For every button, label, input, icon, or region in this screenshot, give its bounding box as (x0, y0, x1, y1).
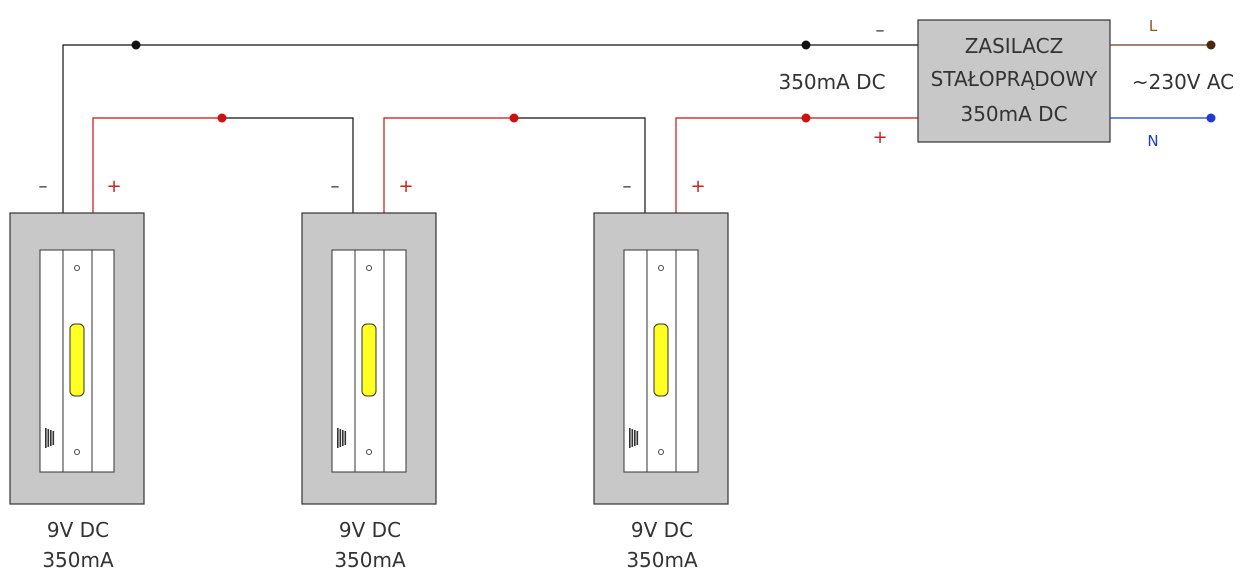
mains-input-label: ~230V AC (1132, 70, 1234, 94)
logo-mark-icon (629, 428, 639, 448)
logo-mark-icon (45, 428, 55, 448)
L-terminal (1206, 40, 1216, 50)
module-minus-label: – (331, 176, 340, 197)
led-modules: – +9V DC 350mA – +9V DC 350mA – +9V DC 350mA (9, 176, 729, 572)
junction-series-2 (509, 113, 519, 123)
module-minus-label: – (39, 176, 48, 197)
led-strip (361, 323, 377, 397)
led-strip (653, 323, 669, 397)
N-terminal (1206, 113, 1216, 123)
junction-negative-2 (801, 40, 811, 50)
psu-line1: ZASILACZ (965, 34, 1064, 58)
junction-series-1 (217, 113, 227, 123)
module-minus-label: – (623, 176, 632, 197)
module-current-label: 350mA (334, 548, 406, 572)
led-module: – +9V DC 350mA (9, 176, 145, 572)
screw-icon (658, 449, 664, 455)
module-voltage-label: 9V DC (631, 518, 693, 542)
screw-icon (74, 449, 80, 455)
L-label: L (1149, 17, 1158, 35)
negative-wire (62, 44, 918, 213)
power-supply: ZASILACZ STAŁOPRĄDOWY 350mA DC (917, 19, 1111, 143)
screw-icon (658, 265, 664, 271)
screw-icon (74, 265, 80, 271)
module-voltage-label: 9V DC (339, 518, 401, 542)
module-current-label: 350mA (42, 548, 114, 572)
module-plus-label: + (106, 176, 121, 197)
psu-line2: STAŁOPRĄDOWY (931, 67, 1099, 91)
module-plus-label: + (398, 176, 413, 197)
led-strip (69, 323, 85, 397)
junction-negative-1 (131, 40, 141, 50)
module-voltage-label: 9V DC (47, 518, 109, 542)
screw-icon (366, 265, 372, 271)
screw-icon (366, 449, 372, 455)
psu-output-label: 350mA DC (778, 70, 885, 94)
psu-minus-label: – (876, 20, 885, 41)
psu-plus-label: + (872, 127, 887, 148)
module-plus-label: + (690, 176, 705, 197)
psu-line3: 350mA DC (960, 102, 1067, 126)
logo-mark-icon (337, 428, 347, 448)
led-module: – +9V DC 350mA (301, 176, 437, 572)
led-module: – +9V DC 350mA (593, 176, 729, 572)
N-label: N (1147, 132, 1158, 150)
series-wires (92, 117, 918, 213)
module-current-label: 350mA (626, 548, 698, 572)
junction-positive (801, 113, 811, 123)
